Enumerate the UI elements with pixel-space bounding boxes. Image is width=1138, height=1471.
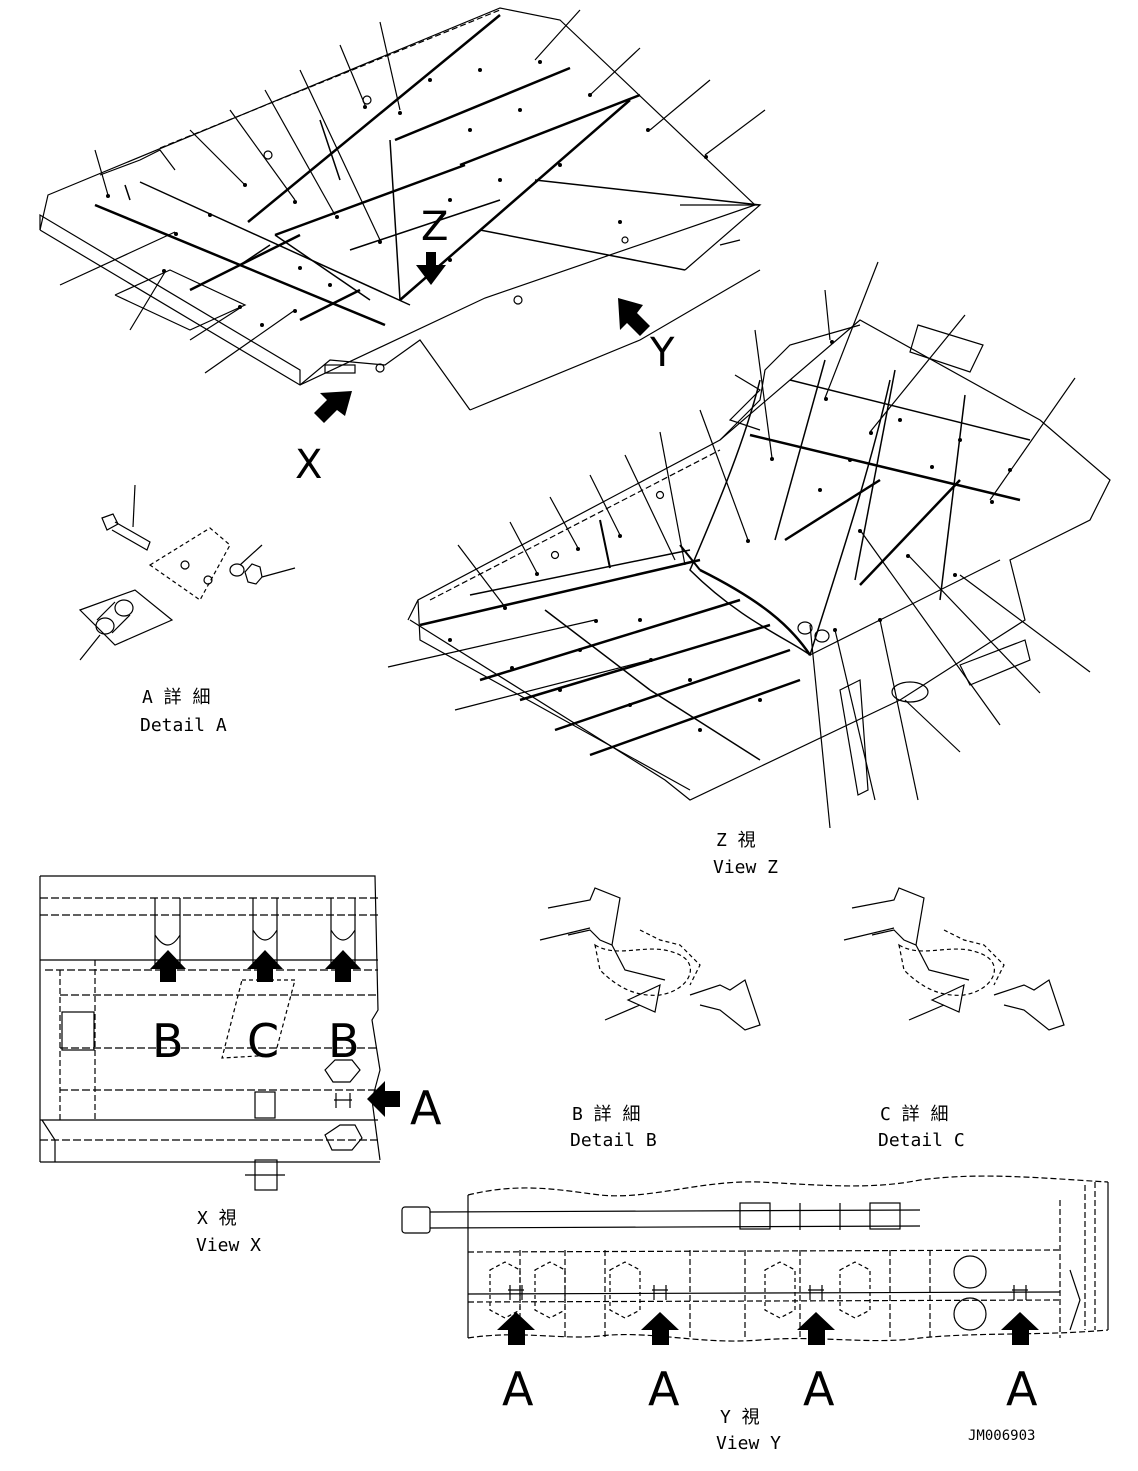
detail-c-sketch bbox=[843, 887, 1065, 1031]
view-x-arrow-icon bbox=[314, 391, 352, 423]
view-y-marker: Y bbox=[649, 330, 675, 376]
detail-a-title-jp: A 詳 細 bbox=[142, 687, 211, 708]
view-x-callout-b1: B bbox=[152, 1014, 184, 1068]
detail-c-title-en: Detail C bbox=[878, 1130, 965, 1151]
view-y-arrow-icon bbox=[618, 298, 650, 336]
dump-body-top-view bbox=[39, 7, 766, 411]
view-x-title-jp: X 視 bbox=[197, 1208, 237, 1229]
arrow-up-icon bbox=[325, 950, 361, 982]
view-x-body bbox=[39, 875, 381, 1191]
arrow-up-icon bbox=[1001, 1312, 1039, 1345]
view-x-marker: X bbox=[295, 442, 322, 488]
arrow-up-icon bbox=[497, 1312, 535, 1345]
drawing-number: JM006903 bbox=[968, 1428, 1035, 1444]
plate-bolt-dots-top bbox=[106, 60, 708, 327]
view-x-title-en: View X bbox=[196, 1235, 261, 1256]
detail-a-title-en: Detail A bbox=[140, 715, 227, 736]
view-y-callout-a2: A bbox=[648, 1362, 680, 1416]
arrow-up-icon bbox=[247, 950, 283, 982]
arrow-left-icon bbox=[367, 1081, 400, 1117]
view-z-marker: Z bbox=[421, 204, 448, 250]
view-y-callout-a4: A bbox=[1006, 1362, 1038, 1416]
arrow-up-icon bbox=[797, 1312, 835, 1345]
view-y-body bbox=[401, 1175, 1109, 1342]
view-z-body bbox=[387, 261, 1111, 829]
plate-bolt-dots-z bbox=[448, 340, 1012, 732]
view-x-callout-a: A bbox=[410, 1081, 442, 1135]
view-y-callout-a1: A bbox=[502, 1362, 534, 1416]
view-z-title-en: View Z bbox=[713, 857, 778, 878]
view-z-arrow-icon bbox=[416, 252, 446, 285]
view-x-callout-c: C bbox=[247, 1014, 279, 1068]
view-z-title-jp: Z 視 bbox=[716, 830, 756, 851]
view-y-title-jp: Y 視 bbox=[720, 1407, 760, 1428]
detail-a-parts bbox=[78, 484, 296, 661]
view-y-arrows bbox=[497, 1312, 1039, 1345]
view-y-title-en: View Y bbox=[716, 1433, 781, 1454]
view-y-callout-a3: A bbox=[803, 1362, 835, 1416]
detail-b-title-en: Detail B bbox=[570, 1130, 657, 1151]
view-x-arrows bbox=[150, 950, 400, 1117]
arrow-up-icon bbox=[150, 950, 186, 982]
detail-b-title-jp: B 詳 細 bbox=[572, 1104, 641, 1125]
arrow-up-icon bbox=[641, 1312, 679, 1345]
view-x-callout-b2: B bbox=[328, 1014, 360, 1068]
detail-c-title-jp: C 詳 細 bbox=[880, 1104, 949, 1125]
detail-b-sketch bbox=[539, 887, 761, 1031]
